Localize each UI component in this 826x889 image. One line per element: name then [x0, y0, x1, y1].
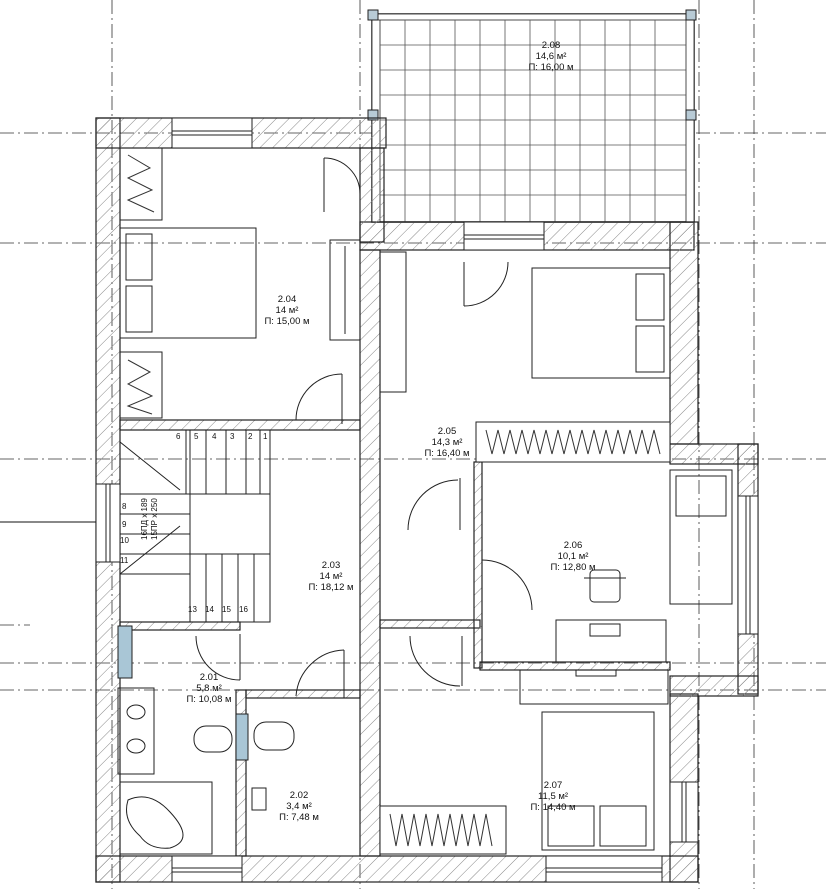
stair-step-number: 6 [176, 432, 181, 441]
stair-step-number: 2 [248, 432, 253, 441]
room-area: 5,8 м² [196, 683, 222, 694]
room-id: 2.04 [277, 294, 297, 305]
room-perimeter: П: 16,40 м [424, 448, 470, 459]
staircase [119, 429, 271, 623]
room-perimeter: П: 7,48 м [279, 812, 319, 823]
room-perimeter: П: 16,00 м [528, 62, 574, 73]
stair-step-number: 15 [222, 605, 231, 614]
room-label-2-05: 2.05 14,3 м² П: 16,40 м [392, 426, 502, 459]
room-area: 11,5 м² [537, 791, 569, 802]
room-label-2-08: 2.08 14,6 м² П: 16,00 м [496, 40, 606, 73]
room-perimeter: П: 18,12 м [308, 582, 354, 593]
room-label-2-01: 2.01 5,8 м² П: 10,08 м [154, 672, 264, 705]
stair-step-number: 11 [120, 556, 129, 565]
stair-step-number: 8 [122, 502, 127, 511]
balcony-2-08 [367, 9, 697, 223]
doors [195, 157, 533, 698]
stair-step-number: 1 [263, 432, 268, 441]
bathroom-fixtures [117, 625, 295, 855]
room-label-2-07: 2.07 11,5 м² П: 14,40 м [498, 780, 608, 813]
room-perimeter: П: 12,80 м [550, 562, 596, 573]
room-area: 14,3 м² [431, 437, 463, 448]
stair-step-number: 3 [230, 432, 235, 441]
room-id: 2.05 [437, 426, 457, 437]
walls [95, 117, 759, 883]
bedroom-2-05-furniture [379, 251, 671, 463]
room-id: 2.03 [321, 560, 341, 571]
room-perimeter: П: 15,00 м [264, 316, 310, 327]
room-area: 14,6 м² [535, 51, 567, 62]
stair-note: 16ПД x 189 [140, 498, 149, 540]
room-label-2-04: 2.04 14 м² П: 15,00 м [232, 294, 342, 327]
stair-step-number: 14 [205, 605, 214, 614]
stair-step-number: 16 [239, 605, 248, 614]
stair-step-number: 4 [212, 432, 217, 441]
room-id: 2.01 [199, 672, 219, 683]
room-area: 14 м² [319, 571, 343, 582]
stair-step-number: 5 [194, 432, 199, 441]
room-perimeter: П: 10,08 м [186, 694, 232, 705]
stair-note: 15ПР x 250 [150, 498, 159, 540]
room-area: 14 м² [275, 305, 299, 316]
room-area: 3,4 м² [286, 801, 312, 812]
room-perimeter: П: 14,40 м [530, 802, 576, 813]
room-label-2-02: 2.02 3,4 м² П: 7,48 м [244, 790, 354, 823]
windows [95, 117, 759, 883]
stair-step-number: 13 [188, 605, 197, 614]
room-area: 10,1 м² [557, 551, 589, 562]
stair-step-number: 9 [122, 520, 127, 529]
bedroom-2-04-furniture [119, 147, 361, 419]
stair-step-number: 10 [120, 536, 129, 545]
room-id: 2.02 [289, 790, 309, 801]
room-id: 2.06 [563, 540, 583, 551]
room-2-06-furniture [555, 469, 733, 677]
room-label-2-06: 2.06 10,1 м² П: 12,80 м [518, 540, 628, 573]
room-label-2-03: 2.03 14 м² П: 18,12 м [276, 560, 386, 593]
bedroom-2-07-furniture [379, 669, 669, 855]
room-id: 2.08 [541, 40, 561, 51]
room-id: 2.07 [543, 780, 563, 791]
